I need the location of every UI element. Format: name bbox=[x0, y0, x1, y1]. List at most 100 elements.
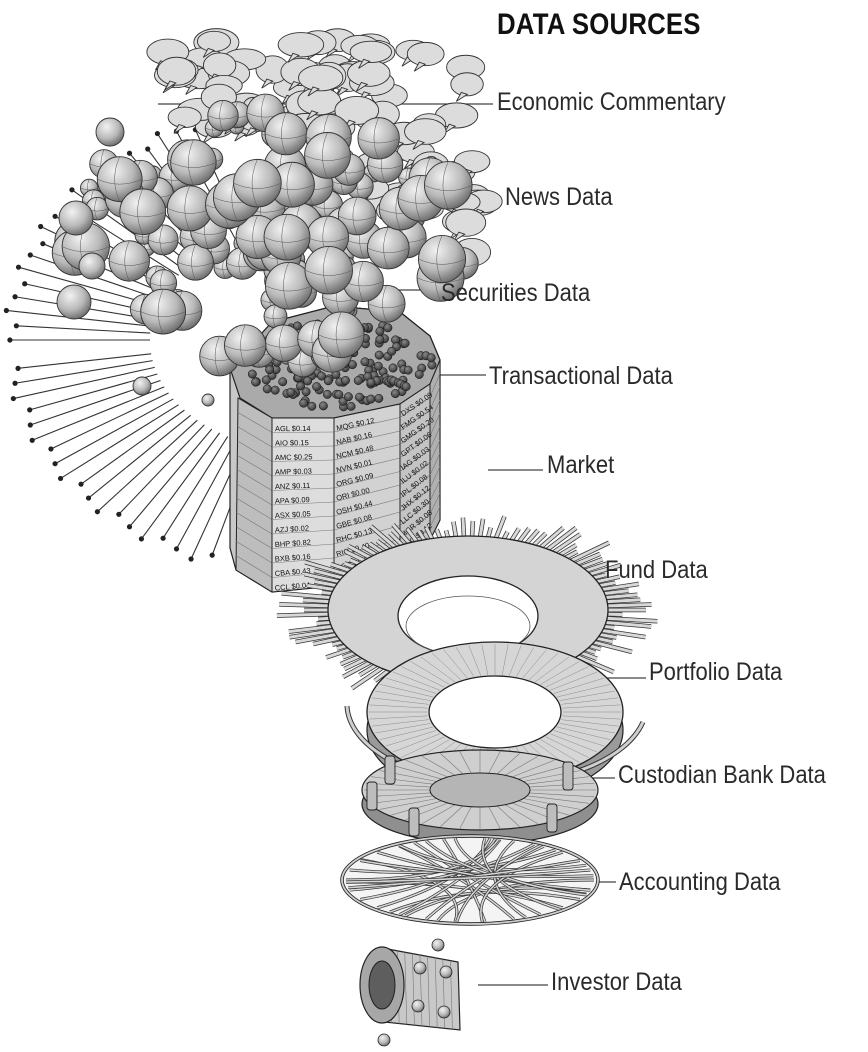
custodian-segment bbox=[496, 805, 520, 827]
speech-bubble bbox=[434, 102, 479, 134]
sphere-body bbox=[108, 240, 150, 282]
label-news-data: News Data bbox=[505, 183, 613, 211]
bubble-tail bbox=[245, 127, 258, 138]
sphere-mesh bbox=[272, 304, 276, 328]
sphere-body bbox=[177, 243, 214, 281]
drum-row-line bbox=[399, 500, 431, 526]
investor-knob bbox=[439, 965, 453, 979]
transaction-ball bbox=[303, 376, 313, 386]
sphere-mesh bbox=[304, 269, 353, 276]
pin-line bbox=[60, 404, 179, 479]
sphere-mesh bbox=[62, 246, 110, 253]
portfolio-segment bbox=[371, 719, 429, 727]
label-investor-data: Investor Data bbox=[551, 968, 682, 996]
custodian-cylinder bbox=[366, 781, 378, 811]
custodian-cylinder bbox=[384, 755, 396, 785]
drum-row-line bbox=[399, 513, 431, 540]
label-securities-data: Securities Data bbox=[441, 279, 591, 307]
custodian-disc bbox=[361, 749, 599, 845]
portfolio-segment bbox=[375, 690, 431, 701]
pin-line bbox=[129, 428, 213, 528]
sphere-mesh bbox=[367, 164, 403, 170]
transaction-ball bbox=[375, 326, 385, 336]
sphere-body bbox=[207, 99, 239, 132]
drum-row-line bbox=[333, 417, 401, 433]
drum-row-line bbox=[271, 487, 335, 491]
sphere-mesh bbox=[150, 282, 177, 287]
accounting-chord-fill bbox=[480, 851, 564, 923]
custodian-hub bbox=[429, 772, 531, 808]
drum-row-line bbox=[236, 526, 273, 549]
ticker-label: BXB $0.16 bbox=[274, 552, 310, 564]
label-transactional-data: Transactional Data bbox=[489, 362, 673, 390]
pin-dot bbox=[12, 380, 18, 386]
sphere-mesh bbox=[233, 182, 282, 189]
pin-dot bbox=[154, 130, 161, 137]
label-accounting-data: Accounting Data bbox=[619, 868, 781, 896]
sphere-mesh bbox=[323, 246, 329, 295]
sphere-mesh bbox=[240, 324, 246, 367]
bubble-tail bbox=[336, 86, 349, 97]
custodian-segment bbox=[421, 755, 456, 776]
sphere-body bbox=[304, 132, 351, 179]
pin-line bbox=[14, 360, 153, 384]
portfolio-segment bbox=[561, 697, 619, 705]
bubble-body bbox=[196, 30, 231, 52]
drum-row-line bbox=[271, 543, 335, 549]
label-economic-commentary: Economic Commentary bbox=[497, 88, 726, 116]
accounting-rim-fill bbox=[341, 835, 599, 925]
portfolio-segment bbox=[528, 652, 559, 681]
security-sphere bbox=[201, 393, 215, 407]
security-sphere bbox=[304, 246, 353, 295]
speech-bubble bbox=[406, 41, 445, 72]
transaction-ball bbox=[400, 338, 410, 348]
sphere-mesh bbox=[304, 155, 351, 161]
pin-line bbox=[176, 439, 237, 550]
sphere-mesh bbox=[322, 132, 328, 179]
custodian-segment bbox=[370, 776, 434, 785]
drum-row-line bbox=[399, 461, 431, 486]
security-sphere bbox=[304, 132, 351, 179]
security-sphere bbox=[147, 224, 179, 256]
security-sphere bbox=[58, 200, 94, 236]
sphere-mesh bbox=[219, 100, 224, 131]
security-sphere bbox=[170, 139, 217, 186]
transaction-ball bbox=[383, 323, 393, 333]
ticker-label: AGL $0.14 bbox=[275, 424, 311, 433]
drum-row-line bbox=[429, 466, 441, 489]
pin-dot bbox=[10, 395, 16, 402]
transaction-ball bbox=[265, 365, 275, 375]
custodian-segment bbox=[405, 759, 448, 778]
sphere-mesh bbox=[94, 197, 98, 221]
drum-row-line bbox=[271, 459, 335, 462]
custodian-segment bbox=[526, 776, 590, 785]
sphere-mesh bbox=[251, 159, 258, 208]
security-sphere bbox=[140, 288, 187, 335]
portfolio-segment bbox=[401, 666, 445, 688]
portfolio-segment bbox=[553, 730, 605, 747]
drum-row-line bbox=[429, 439, 441, 463]
custodian-segment bbox=[370, 795, 434, 804]
bubble-body bbox=[445, 208, 487, 237]
transaction-ball bbox=[251, 377, 261, 387]
custodian-segment bbox=[459, 806, 472, 829]
speech-bubble bbox=[196, 30, 231, 58]
securities-spheres bbox=[51, 93, 479, 407]
drum-row-line bbox=[271, 445, 335, 448]
custodian-segment bbox=[504, 804, 539, 825]
security-sphere bbox=[177, 243, 214, 281]
bubble-tail bbox=[202, 47, 216, 58]
custodian-segment bbox=[518, 764, 569, 780]
sphere-mesh bbox=[108, 260, 150, 266]
portfolio-segment bbox=[557, 726, 611, 740]
speech-bubble bbox=[450, 72, 484, 102]
investor-knob bbox=[377, 1033, 391, 1047]
portfolio-segment bbox=[549, 733, 598, 753]
speech-bubble bbox=[156, 56, 197, 91]
transaction-ball bbox=[390, 389, 400, 399]
sphere-body bbox=[119, 188, 167, 236]
bubble-tail bbox=[307, 86, 320, 97]
custodian-segment bbox=[488, 751, 501, 774]
pin-line bbox=[118, 424, 205, 515]
custodian-cylinder bbox=[408, 807, 420, 837]
